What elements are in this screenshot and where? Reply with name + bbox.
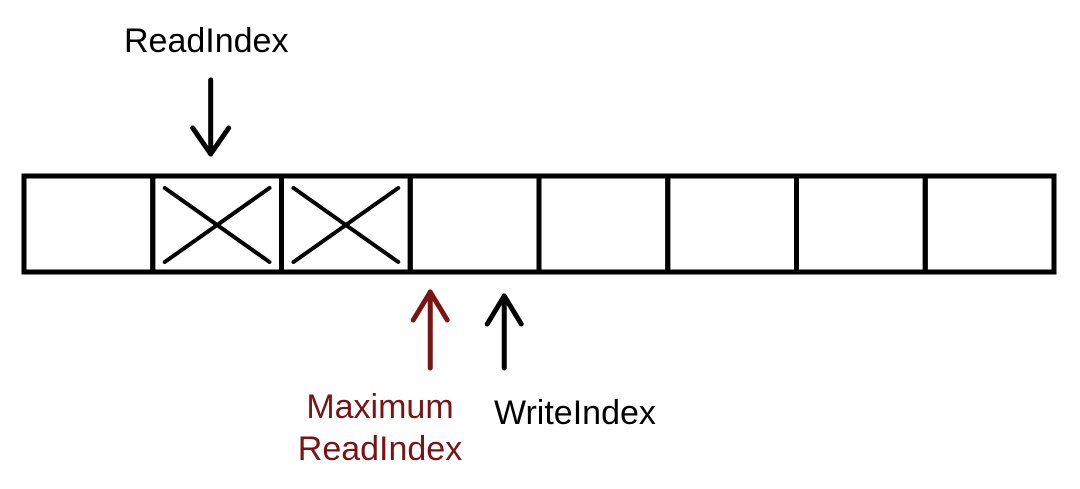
read-index-arrow <box>190 77 232 157</box>
max-read-index-label-line2: ReadIndex <box>297 430 463 468</box>
buffer-pointers <box>190 77 524 371</box>
filled-cell-mark <box>291 186 401 264</box>
max-read-index-label: Maximum ReadIndex <box>286 386 474 470</box>
buffer-cells <box>21 173 1057 275</box>
write-index-arrow-head <box>484 293 524 327</box>
buffer-cell <box>794 173 928 275</box>
write-index-label: WriteIndex <box>494 394 656 432</box>
buffer-cell <box>536 173 671 275</box>
buffer-cell <box>665 173 799 275</box>
write-index-arrow <box>484 293 524 371</box>
read-index-arrow-head <box>190 125 232 157</box>
buffer-cell <box>922 173 1057 275</box>
read-index-label: ReadIndex <box>124 22 289 60</box>
max-read-index-label-line1: Maximum <box>306 388 454 426</box>
filled-cell-mark <box>162 186 272 264</box>
buffer-cell <box>407 173 542 275</box>
max-read-index-arrow-head <box>410 289 450 323</box>
max-read-index-arrow <box>410 289 450 371</box>
buffer-cell <box>21 173 156 275</box>
